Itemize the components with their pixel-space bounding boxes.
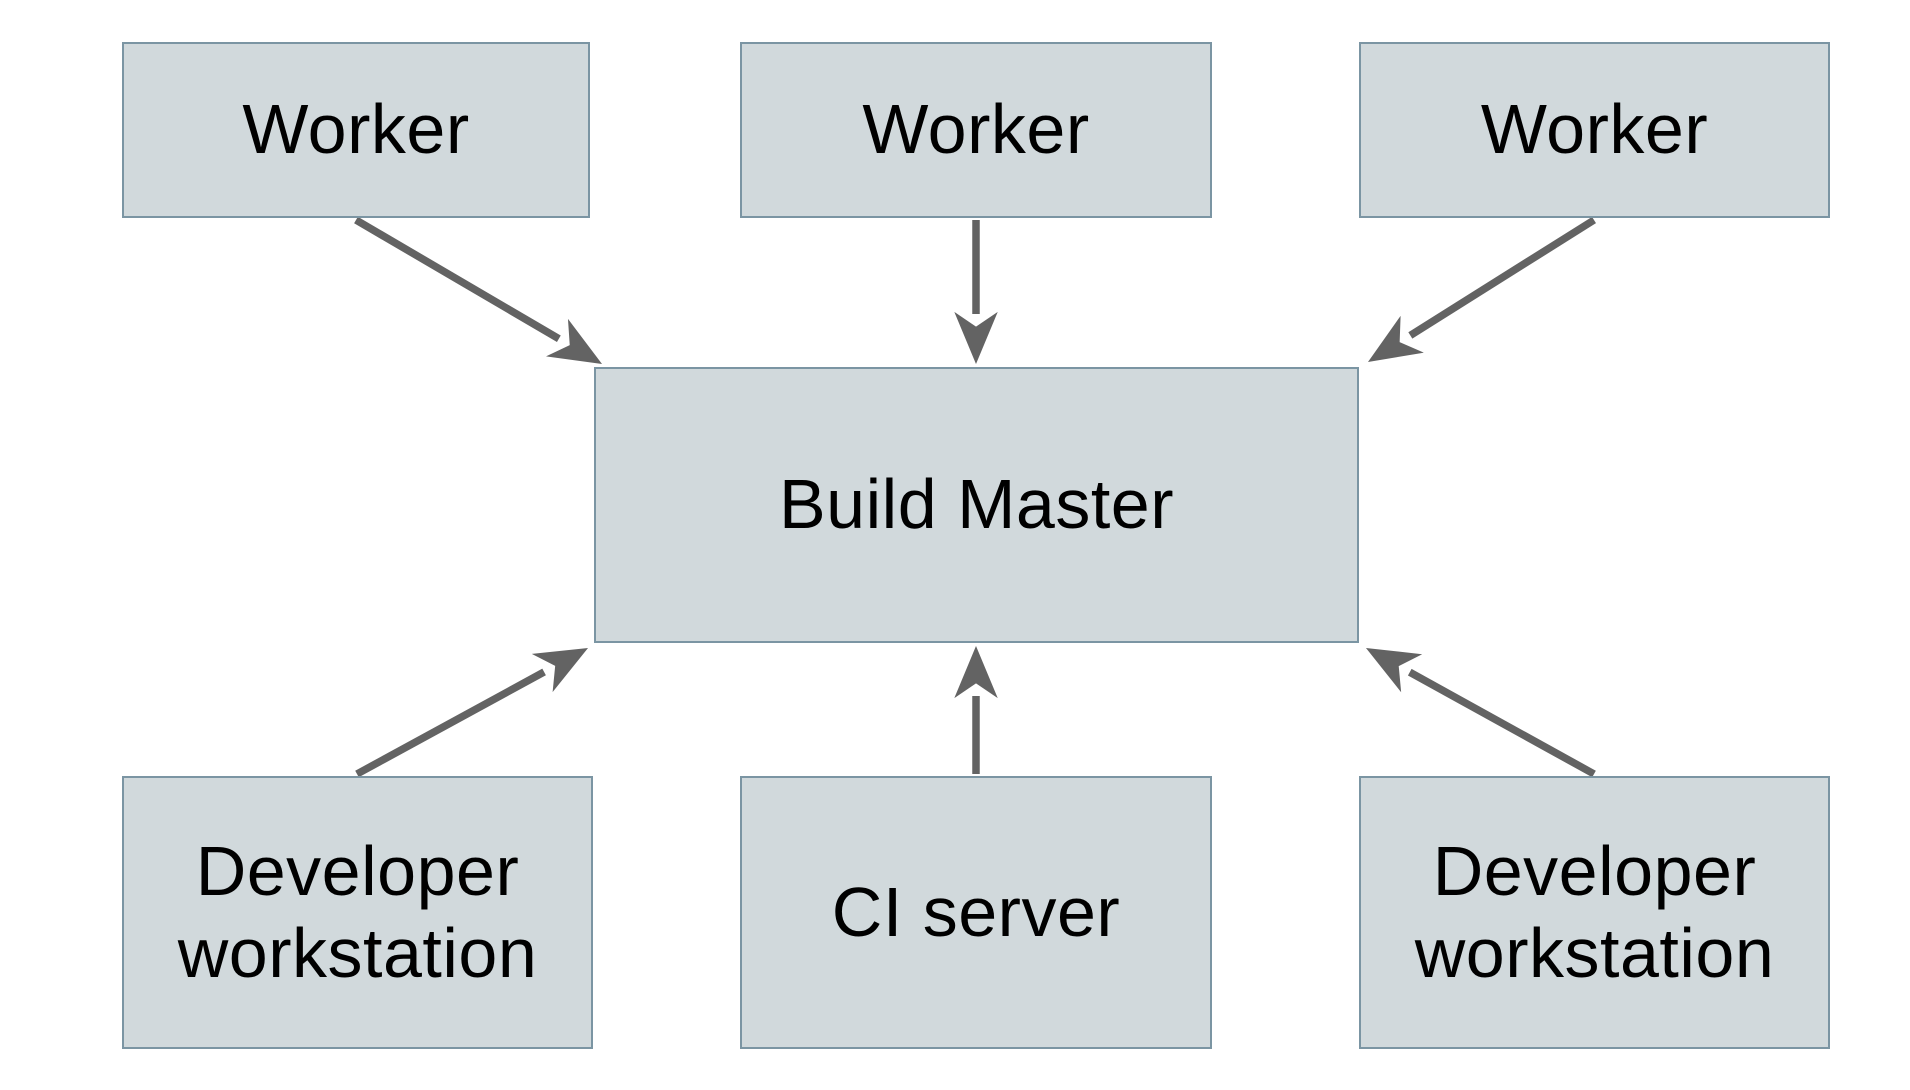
edge-worker-3-to-build-master bbox=[1367, 216, 1596, 363]
edge-developer-workstation-left-to-build-master bbox=[355, 647, 589, 778]
node-label: Worker bbox=[242, 90, 470, 169]
node-worker-3: Worker bbox=[1359, 42, 1830, 218]
node-developer-workstation-right: Developer workstation bbox=[1359, 776, 1830, 1049]
node-label: Worker bbox=[862, 90, 1090, 169]
node-label: Build Master bbox=[778, 465, 1175, 544]
edge-developer-workstation-right-to-build-master bbox=[1365, 647, 1596, 778]
node-worker-2: Worker bbox=[740, 42, 1212, 218]
node-label: Developer workstation bbox=[177, 831, 538, 992]
node-label: CI server bbox=[831, 872, 1121, 951]
node-label: Worker bbox=[1480, 90, 1709, 169]
node-developer-workstation-left: Developer workstation bbox=[122, 776, 593, 1049]
node-label: Developer workstation bbox=[1414, 831, 1775, 992]
node-worker-1: Worker bbox=[122, 42, 590, 218]
node-build-master: Build Master bbox=[594, 367, 1359, 643]
edge-worker-1-to-build-master bbox=[354, 216, 603, 365]
node-ci-server: CI server bbox=[740, 776, 1212, 1049]
